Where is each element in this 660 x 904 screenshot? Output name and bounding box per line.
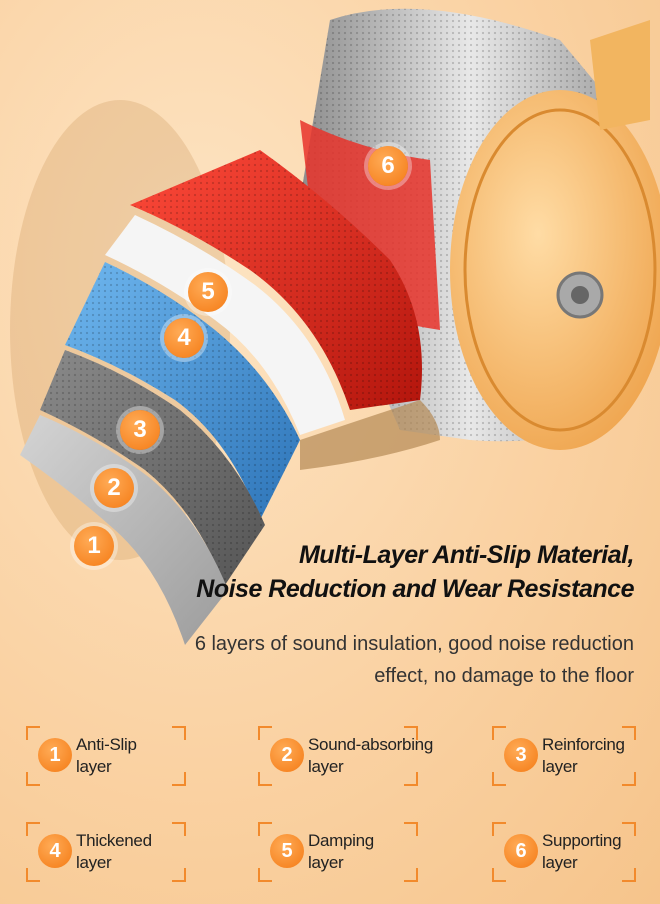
layered-wheel-illustration (10, 8, 660, 645)
subheadline: 6 layers of sound insulation, good noise… (134, 628, 634, 692)
subheadline-line-2: effect, no damage to the floor (374, 665, 634, 687)
badge-5: 5 (188, 272, 228, 312)
legend-number-4: 4 (38, 834, 72, 868)
subheadline-line-1: 6 layers of sound insulation, good noise… (194, 633, 634, 655)
headline: Multi-Layer Anti-Slip Material, Noise Re… (114, 538, 634, 606)
badge-1: 1 (74, 526, 114, 566)
legend-number-3: 3 (504, 738, 538, 772)
wheel-hub (450, 20, 660, 450)
layer-2-light-gray (20, 415, 228, 645)
legend-number-5: 5 (270, 834, 304, 868)
legend-number-6: 6 (504, 834, 538, 868)
badge-2: 2 (94, 468, 134, 508)
headline-line-2: Noise Reduction and Wear Resistance (196, 575, 634, 603)
legend-number-2: 2 (270, 738, 304, 772)
badge-6: 6 (368, 146, 408, 186)
headline-line-1: Multi-Layer Anti-Slip Material, (298, 541, 635, 569)
legend-number-1: 1 (38, 738, 72, 772)
badge-3: 3 (120, 410, 160, 450)
layer-5-white (105, 215, 345, 435)
badge-4: 4 (164, 318, 204, 358)
layer-edges (300, 400, 440, 470)
